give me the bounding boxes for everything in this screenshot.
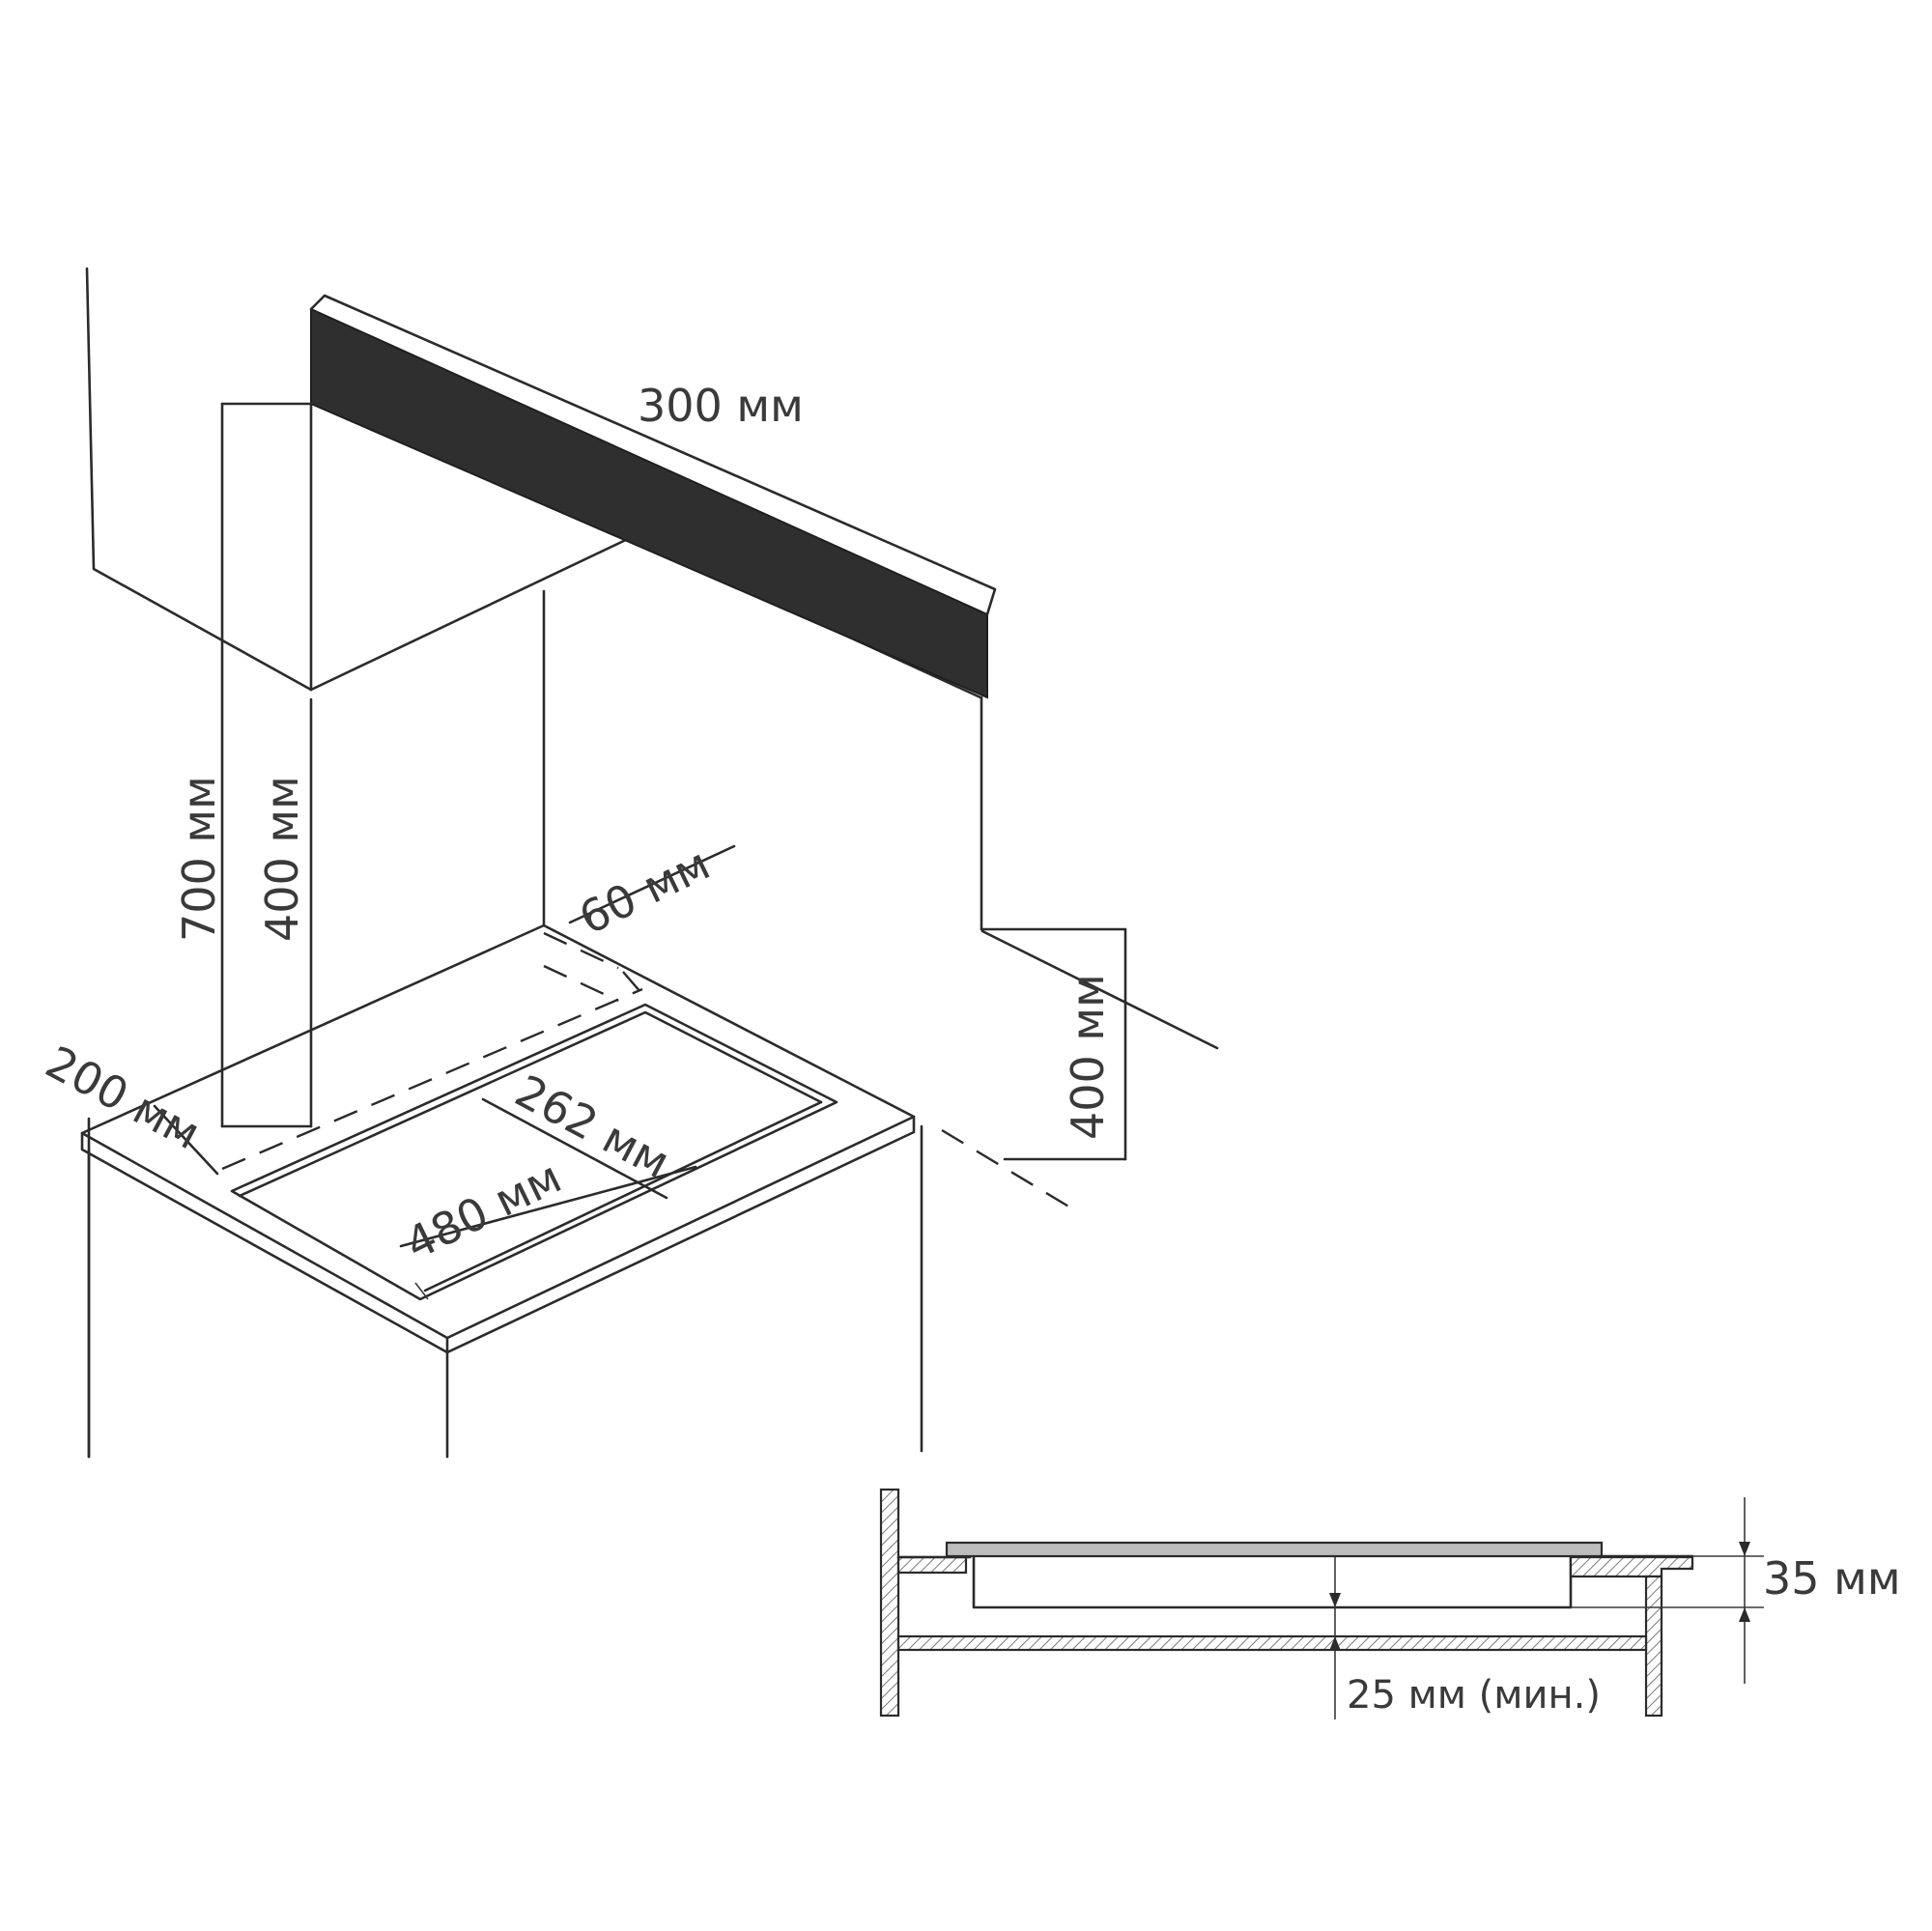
section-shelf: [896, 1634, 1648, 1652]
section-left-ledge: [896, 1555, 968, 1575]
dim-400-right-label: 400 мм: [1062, 974, 1114, 1140]
section-view: 35 мм 25 мм (мин.): [879, 1488, 1901, 1719]
dim-300-label: 300 мм: [638, 380, 804, 432]
projection-dashes: [221, 931, 1071, 1209]
section-right-ledge: [1569, 1555, 1694, 1578]
dim-60-label: 60 мм: [571, 838, 718, 945]
wall-cabinet: [309, 402, 1219, 1050]
left-wall-line: [85, 267, 313, 692]
dim-25-label: 25 мм (мин.): [1347, 1673, 1601, 1718]
base-cabinet: [80, 923, 923, 1459]
dim-35-label: 35 мм: [1763, 1552, 1901, 1604]
dim-700-label: 700 мм: [173, 776, 225, 942]
dim-480-label: 480 мм: [397, 1150, 569, 1270]
dim-400-left-label: 400 мм: [256, 776, 308, 942]
isometric-view: 300 мм 700 мм 400 мм 400 мм: [38, 267, 1219, 1459]
hob-cutout: [230, 1003, 838, 1301]
range-hood: [309, 294, 997, 699]
section-hob-glass: [945, 1541, 1604, 1558]
section-right-support: [1644, 1575, 1663, 1718]
section-left-wall: [879, 1488, 900, 1718]
dim-200-label: 200 мм: [38, 1036, 209, 1159]
